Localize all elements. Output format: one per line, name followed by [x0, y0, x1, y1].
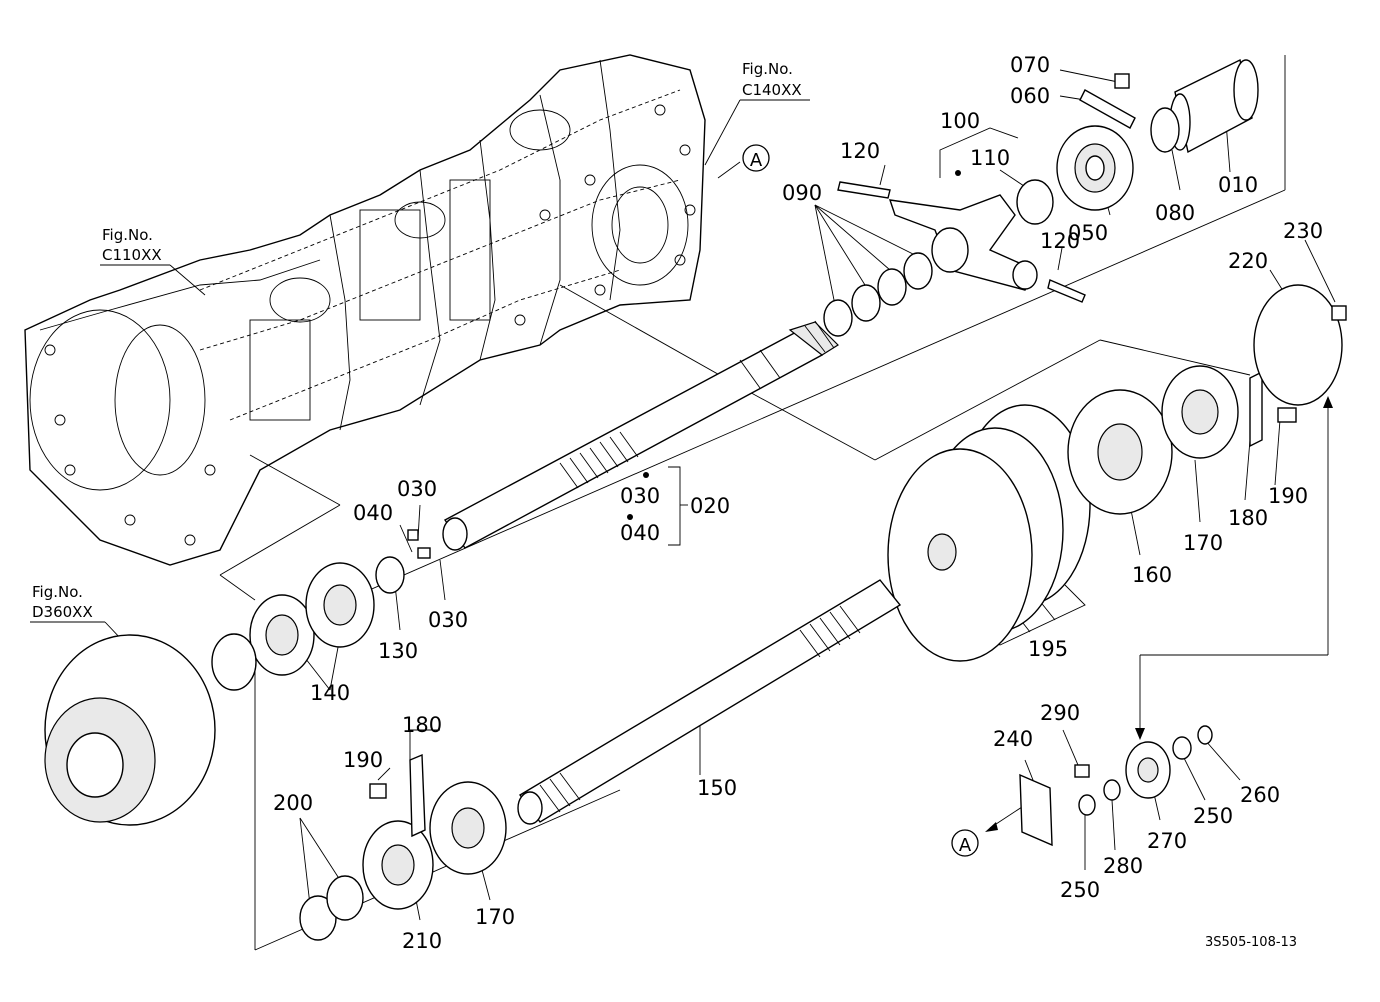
part-label-160: 160	[1132, 563, 1172, 587]
drawing-code: 3S505-108-13	[1205, 935, 1297, 950]
svg-text:Fig.No.: Fig.No.	[742, 60, 793, 78]
part-label-020: 020	[690, 494, 730, 518]
part-label-200: 200	[273, 791, 313, 815]
part-label-150: 150	[697, 776, 737, 800]
part-label-210: 210	[402, 929, 442, 953]
fig-ref-d360: Fig.No. D360XX	[32, 583, 93, 621]
upper-right-components	[823, 58, 1259, 337]
part-label-030-mid: 030	[620, 484, 660, 508]
part-label-040-mid: 040	[620, 521, 660, 545]
part-label-240: 240	[993, 727, 1033, 751]
transmission-housing	[24, 54, 706, 566]
part-label-030-top: 030	[397, 477, 437, 501]
part-label-080: 080	[1155, 201, 1195, 225]
part-label-030-bottom: 030	[428, 608, 468, 632]
part-label-260: 260	[1240, 783, 1280, 807]
svg-text:C110XX: C110XX	[102, 246, 162, 264]
svg-text:Fig.No.: Fig.No.	[32, 583, 83, 601]
lower-left-parts	[299, 753, 507, 941]
part-labels: 070 060 100 110 120 120 090 050 080 010 …	[273, 53, 1323, 953]
upper-shaft-assembly	[407, 320, 839, 559]
part-label-120-top: 120	[840, 139, 880, 163]
part-label-040-left: 040	[353, 501, 393, 525]
part-label-060: 060	[1010, 84, 1050, 108]
part-label-180-right: 180	[1228, 506, 1268, 530]
part-label-190-left: 190	[343, 748, 383, 772]
upper-shaft-splines	[559, 320, 835, 489]
part-label-250-right: 250	[1193, 804, 1233, 828]
bottom-right-parts	[1019, 725, 1213, 847]
part-label-290: 290	[1040, 701, 1080, 725]
callout-marker-top: A	[742, 144, 770, 172]
housing-bolt-holes	[44, 104, 696, 546]
part-label-070: 070	[1010, 53, 1050, 77]
callout-marker-bottom: A	[951, 829, 979, 857]
part-label-170-right: 170	[1183, 531, 1223, 555]
part-label-100: 100	[940, 109, 980, 133]
svg-text:C140XX: C140XX	[742, 81, 802, 99]
part-label-250-bottom: 250	[1060, 878, 1100, 902]
part-label-195: 195	[1028, 637, 1068, 661]
pulley-and-gears	[887, 284, 1347, 662]
part-label-140: 140	[310, 681, 350, 705]
svg-text:A: A	[750, 150, 763, 171]
svg-text:A: A	[959, 835, 972, 856]
part-label-190-right: 190	[1268, 484, 1308, 508]
part-label-010: 010	[1218, 173, 1258, 197]
part-label-180-left: 180	[402, 713, 442, 737]
svg-text:D360XX: D360XX	[32, 603, 93, 621]
part-label-130: 130	[378, 639, 418, 663]
part-label-110: 110	[970, 146, 1010, 170]
part-label-280: 280	[1103, 854, 1143, 878]
fig-ref-c140: Fig.No. C140XX	[742, 60, 802, 99]
part-label-270: 270	[1147, 829, 1187, 853]
fig-ref-c110: Fig.No. C110XX	[102, 226, 162, 264]
leader-lines	[30, 55, 1336, 951]
left-bearings-and-clutch	[44, 556, 405, 826]
svg-text:Fig.No.: Fig.No.	[102, 226, 153, 244]
part-label-230: 230	[1283, 219, 1323, 243]
part-label-170-left: 170	[475, 905, 515, 929]
part-label-050: 050	[1068, 221, 1108, 245]
part-label-120-right: 120	[1040, 229, 1080, 253]
part-label-220: 220	[1228, 249, 1268, 273]
lower-shaft	[517, 579, 902, 825]
part-label-090: 090	[782, 181, 822, 205]
lower-shaft-splines	[539, 605, 861, 813]
